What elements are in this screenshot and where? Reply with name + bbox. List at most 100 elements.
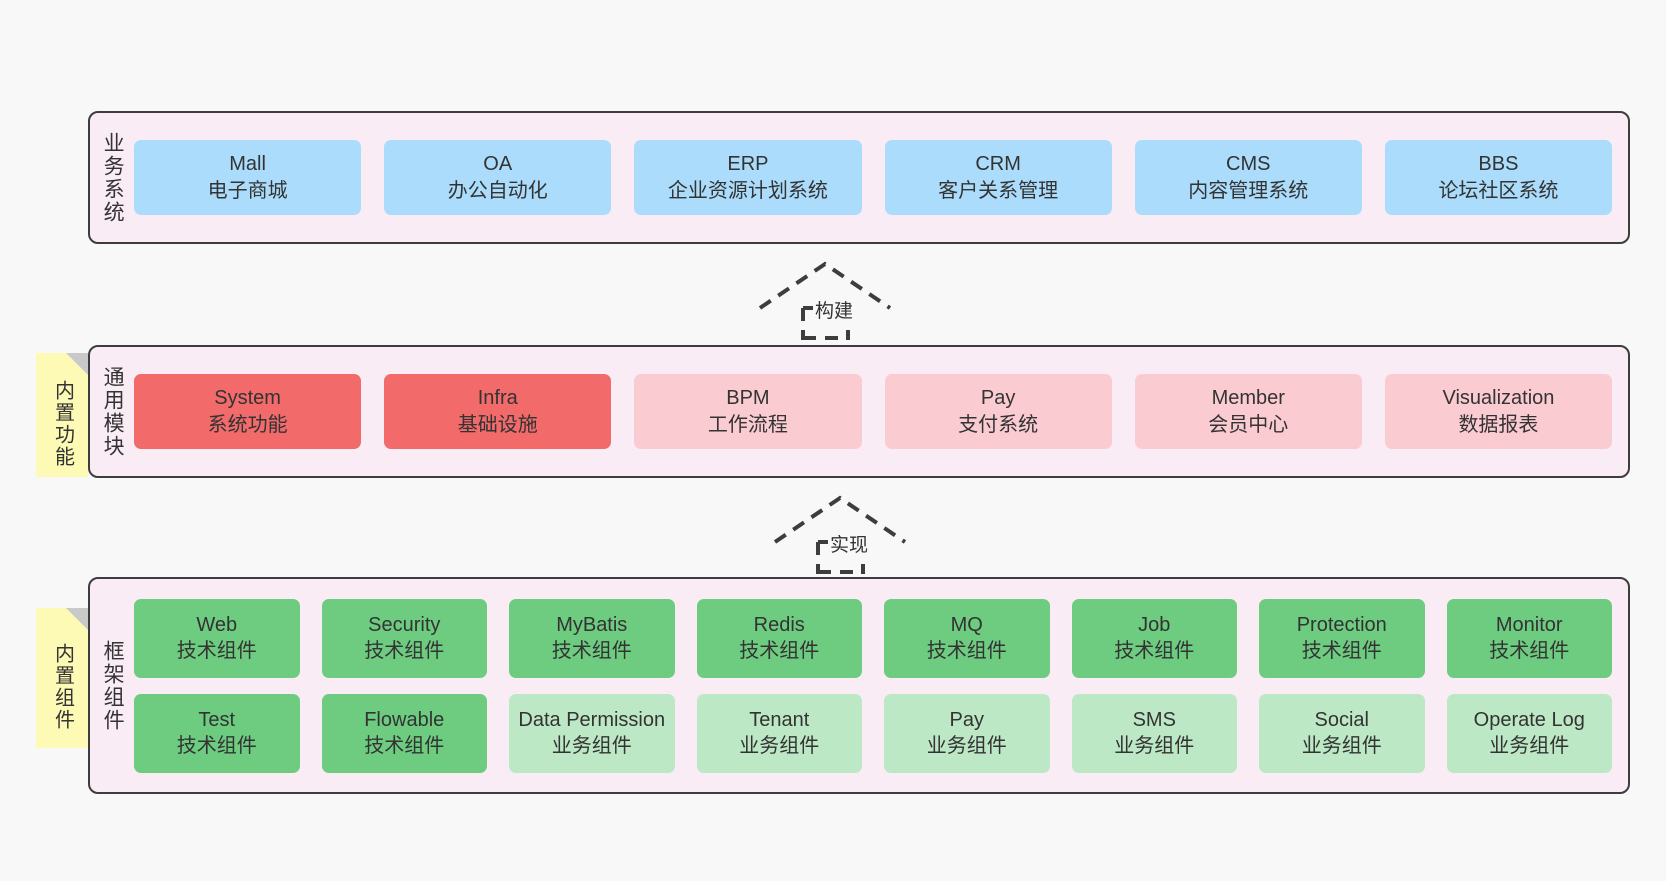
node-sms[interactable]: SMS 业务组件	[1071, 693, 1237, 773]
node-crm-title: CRM	[975, 153, 1021, 176]
node-tenant[interactable]: Tenant 业务组件	[696, 693, 862, 773]
node-web-title: Web	[196, 613, 238, 636]
layer-title-common-module: 通用模块	[101, 365, 125, 458]
node-job[interactable]: Job 技术组件	[1071, 598, 1237, 678]
node-mybatis-title: MyBatis	[556, 613, 628, 636]
node-infra[interactable]: Infra 基础设施	[384, 374, 612, 449]
node-oa-subtitle: 办公自动化	[447, 179, 548, 202]
node-erp-title: ERP	[727, 153, 769, 176]
node-operate-log[interactable]: Operate Log 业务组件	[1446, 693, 1612, 773]
node-infra-subtitle: 基础设施	[457, 413, 538, 436]
node-mq-title: MQ	[950, 613, 983, 636]
node-protection-title: Protection	[1296, 613, 1387, 636]
node-cms-subtitle: 内容管理系统	[1188, 179, 1309, 202]
node-flowable-subtitle: 技术组件	[364, 735, 445, 757]
node-visualization-subtitle: 数据报表	[1458, 413, 1539, 436]
node-mall[interactable]: Mall 电子商城	[134, 140, 362, 215]
row-business-components: Test 技术组件 Flowable 技术组件 Data Permission …	[134, 693, 1612, 773]
node-sms-title: SMS	[1132, 708, 1176, 731]
node-mq[interactable]: MQ 技术组件	[884, 598, 1050, 678]
node-pay-subtitle: 支付系统	[958, 413, 1039, 436]
node-cms[interactable]: CMS 内容管理系统	[1134, 140, 1362, 215]
node-social[interactable]: Social 业务组件	[1259, 693, 1425, 773]
node-crm[interactable]: CRM 客户关系管理	[884, 140, 1112, 215]
node-protection[interactable]: Protection 技术组件	[1259, 598, 1425, 678]
note-fold-icon	[66, 353, 88, 375]
connector-implement: 实现	[770, 492, 920, 574]
node-mall-subtitle: 电子商城	[207, 179, 288, 202]
layer-title-business-system: 业务系统	[101, 131, 125, 224]
connector-implement-label: 实现	[828, 530, 871, 557]
node-test-subtitle: 技术组件	[176, 735, 257, 757]
node-flowable[interactable]: Flowable 技术组件	[321, 693, 487, 773]
node-oa-title: OA	[483, 153, 513, 176]
node-redis[interactable]: Redis 技术组件	[696, 598, 862, 678]
node-erp[interactable]: ERP 企业资源计划系统	[634, 140, 862, 215]
node-bpm[interactable]: BPM 工作流程	[634, 374, 862, 449]
note-fold-icon	[66, 608, 88, 630]
node-mybatis-subtitle: 技术组件	[551, 640, 632, 662]
layer-common-module: 通用模块 System 系统功能 Infra 基础设施 BPM 工作流程 Pay…	[88, 345, 1630, 478]
layer-business-system: 业务系统 Mall 电子商城 OA 办公自动化 ERP 企业资源计划系统 CRM…	[88, 111, 1630, 244]
node-monitor-title: Monitor	[1495, 613, 1563, 636]
node-member-subtitle: 会员中心	[1208, 413, 1289, 436]
node-social-title: Social	[1314, 708, 1369, 731]
node-redis-title: Redis	[753, 613, 805, 636]
node-bbs[interactable]: BBS 论坛社区系统	[1384, 140, 1613, 215]
node-monitor-subtitle: 技术组件	[1489, 640, 1570, 662]
node-visualization-title: Visualization	[1442, 387, 1555, 410]
node-web[interactable]: Web 技术组件	[134, 598, 300, 678]
connector-build: 构建	[755, 258, 905, 340]
row-common-modules: System 系统功能 Infra 基础设施 BPM 工作流程 Pay 支付系统…	[134, 374, 1613, 449]
layer-title-framework-component: 框架组件	[101, 639, 125, 732]
node-system-title: System	[214, 387, 281, 410]
node-monitor[interactable]: Monitor 技术组件	[1446, 598, 1612, 678]
connector-build-label: 构建	[813, 296, 856, 323]
node-pay-component-subtitle: 业务组件	[926, 735, 1007, 757]
node-flowable-title: Flowable	[364, 708, 445, 731]
node-tenant-subtitle: 业务组件	[739, 735, 820, 757]
node-bpm-title: BPM	[726, 387, 770, 410]
node-bbs-subtitle: 论坛社区系统	[1438, 179, 1559, 202]
node-job-title: Job	[1138, 613, 1171, 636]
node-system[interactable]: System 系统功能	[134, 374, 362, 449]
node-web-subtitle: 技术组件	[176, 640, 257, 662]
node-system-subtitle: 系统功能	[207, 413, 288, 436]
node-job-subtitle: 技术组件	[1114, 640, 1195, 662]
node-mall-title: Mall	[229, 153, 266, 176]
node-security-title: Security	[368, 613, 441, 636]
node-pay-component-title: Pay	[949, 708, 984, 731]
node-cms-title: CMS	[1226, 153, 1271, 176]
node-data-permission-subtitle: 业务组件	[551, 735, 632, 757]
node-bpm-subtitle: 工作流程	[707, 413, 788, 436]
layer-body-framework-component: Web 技术组件 Security 技术组件 MyBatis 技术组件 Redi…	[134, 579, 1628, 792]
node-sms-subtitle: 业务组件	[1114, 735, 1195, 757]
node-security[interactable]: Security 技术组件	[321, 598, 487, 678]
row-business-systems: Mall 电子商城 OA 办公自动化 ERP 企业资源计划系统 CRM 客户关系…	[134, 140, 1613, 215]
node-data-permission-title: Data Permission	[518, 708, 666, 731]
layer-body-business-system: Mall 电子商城 OA 办公自动化 ERP 企业资源计划系统 CRM 客户关系…	[134, 113, 1628, 242]
note-builtin-component: 内置组件	[36, 608, 88, 748]
note-builtin-component-label: 内置组件	[51, 643, 74, 731]
node-operate-log-title: Operate Log	[1473, 708, 1585, 731]
node-member[interactable]: Member 会员中心	[1134, 374, 1362, 449]
node-bbs-title: BBS	[1478, 153, 1519, 176]
note-builtin-feature: 内置功能	[36, 353, 88, 477]
node-test-title: Test	[198, 708, 236, 731]
node-mq-subtitle: 技术组件	[926, 640, 1007, 662]
node-pay[interactable]: Pay 支付系统	[884, 374, 1112, 449]
note-builtin-feature-label: 内置功能	[51, 380, 74, 468]
node-test[interactable]: Test 技术组件	[134, 693, 300, 773]
node-member-title: Member	[1211, 387, 1285, 410]
node-tenant-title: Tenant	[749, 708, 810, 731]
node-pay-component[interactable]: Pay 业务组件	[884, 693, 1050, 773]
node-mybatis[interactable]: MyBatis 技术组件	[509, 598, 675, 678]
node-visualization[interactable]: Visualization 数据报表	[1384, 374, 1613, 449]
row-tech-components: Web 技术组件 Security 技术组件 MyBatis 技术组件 Redi…	[134, 598, 1612, 678]
node-oa[interactable]: OA 办公自动化	[384, 140, 612, 215]
node-redis-subtitle: 技术组件	[739, 640, 820, 662]
node-protection-subtitle: 技术组件	[1301, 640, 1382, 662]
node-data-permission[interactable]: Data Permission 业务组件	[509, 693, 675, 773]
node-social-subtitle: 业务组件	[1301, 735, 1382, 757]
node-security-subtitle: 技术组件	[364, 640, 445, 662]
